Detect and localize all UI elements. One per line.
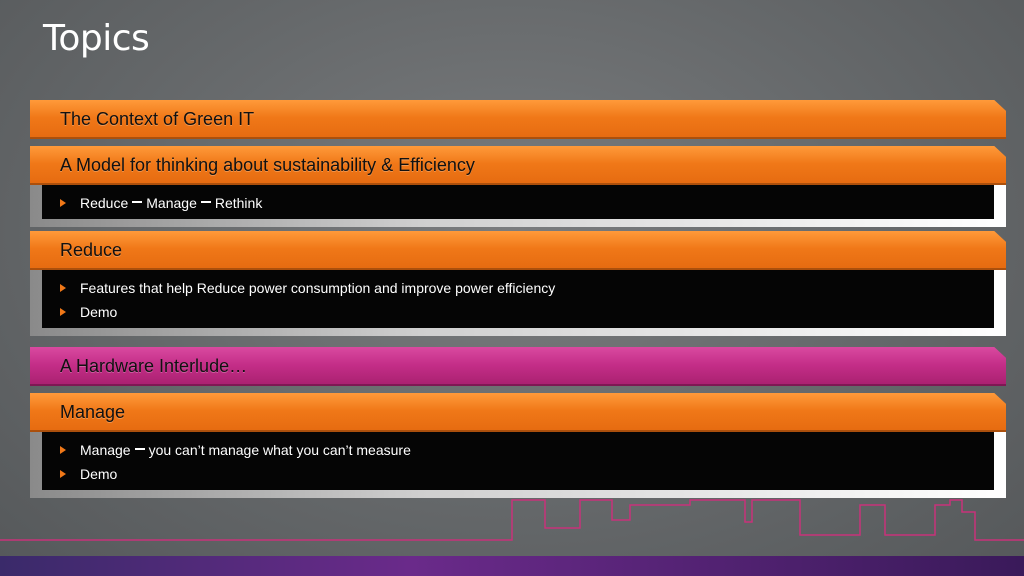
bullet-item: Demo bbox=[42, 300, 994, 324]
section-title: The Context of Green IT bbox=[60, 109, 255, 129]
section-header: A Hardware Interlude… bbox=[30, 347, 1006, 386]
bullet-arrow-icon bbox=[60, 308, 66, 316]
bullet-arrow-icon bbox=[60, 446, 66, 454]
section-body: Manage you can’t manage what you can’t m… bbox=[30, 432, 1006, 498]
section-context-green-it: The Context of Green IT bbox=[30, 100, 1006, 139]
bullet-item: Features that help Reduce power consumpt… bbox=[42, 276, 994, 300]
dash-separator bbox=[134, 447, 145, 450]
section-body: Reduce Manage Rethink bbox=[30, 185, 1006, 227]
section-header: Reduce bbox=[30, 231, 1006, 270]
bullet-text-reduce: Reduce bbox=[80, 195, 129, 211]
bullet-text: Features that help Reduce power consumpt… bbox=[80, 280, 556, 296]
section-manage: Manage Manage you can’t manage what you … bbox=[30, 393, 1006, 498]
dash-separator bbox=[132, 200, 143, 203]
bullet-text: you can’t manage what you can’t measure bbox=[148, 442, 411, 458]
section-reduce: Reduce Features that help Reduce power c… bbox=[30, 231, 1006, 336]
dash-separator bbox=[200, 200, 211, 203]
section-body: Features that help Reduce power consumpt… bbox=[30, 270, 1006, 336]
section-header: The Context of Green IT bbox=[30, 100, 1006, 139]
bullet-text-manage: Manage bbox=[146, 195, 197, 211]
bullet-arrow-icon bbox=[60, 470, 66, 478]
page-title: Topics bbox=[43, 18, 150, 59]
section-title: A Hardware Interlude… bbox=[60, 356, 248, 376]
section-title: A Model for thinking about sustainabilit… bbox=[60, 155, 475, 175]
section-header: A Model for thinking about sustainabilit… bbox=[30, 146, 1006, 185]
bullet-item: Demo bbox=[42, 462, 994, 486]
bottom-band bbox=[0, 556, 1024, 576]
section-title: Reduce bbox=[60, 240, 123, 260]
section-hardware-interlude: A Hardware Interlude… bbox=[30, 347, 1006, 386]
bullet-arrow-icon bbox=[60, 284, 66, 292]
section-model: A Model for thinking about sustainabilit… bbox=[30, 146, 1006, 227]
bullet-item: Reduce Manage Rethink bbox=[42, 191, 994, 215]
bullet-text-prefix: Manage bbox=[80, 442, 131, 458]
bullet-item: Manage you can’t manage what you can’t m… bbox=[42, 438, 994, 462]
bullet-text: Demo bbox=[80, 466, 118, 482]
bullet-arrow-icon bbox=[60, 199, 66, 207]
section-header: Manage bbox=[30, 393, 1006, 432]
section-title: Manage bbox=[60, 402, 126, 422]
bullet-text: Demo bbox=[80, 304, 118, 320]
bullet-text-rethink: Rethink bbox=[214, 195, 263, 211]
